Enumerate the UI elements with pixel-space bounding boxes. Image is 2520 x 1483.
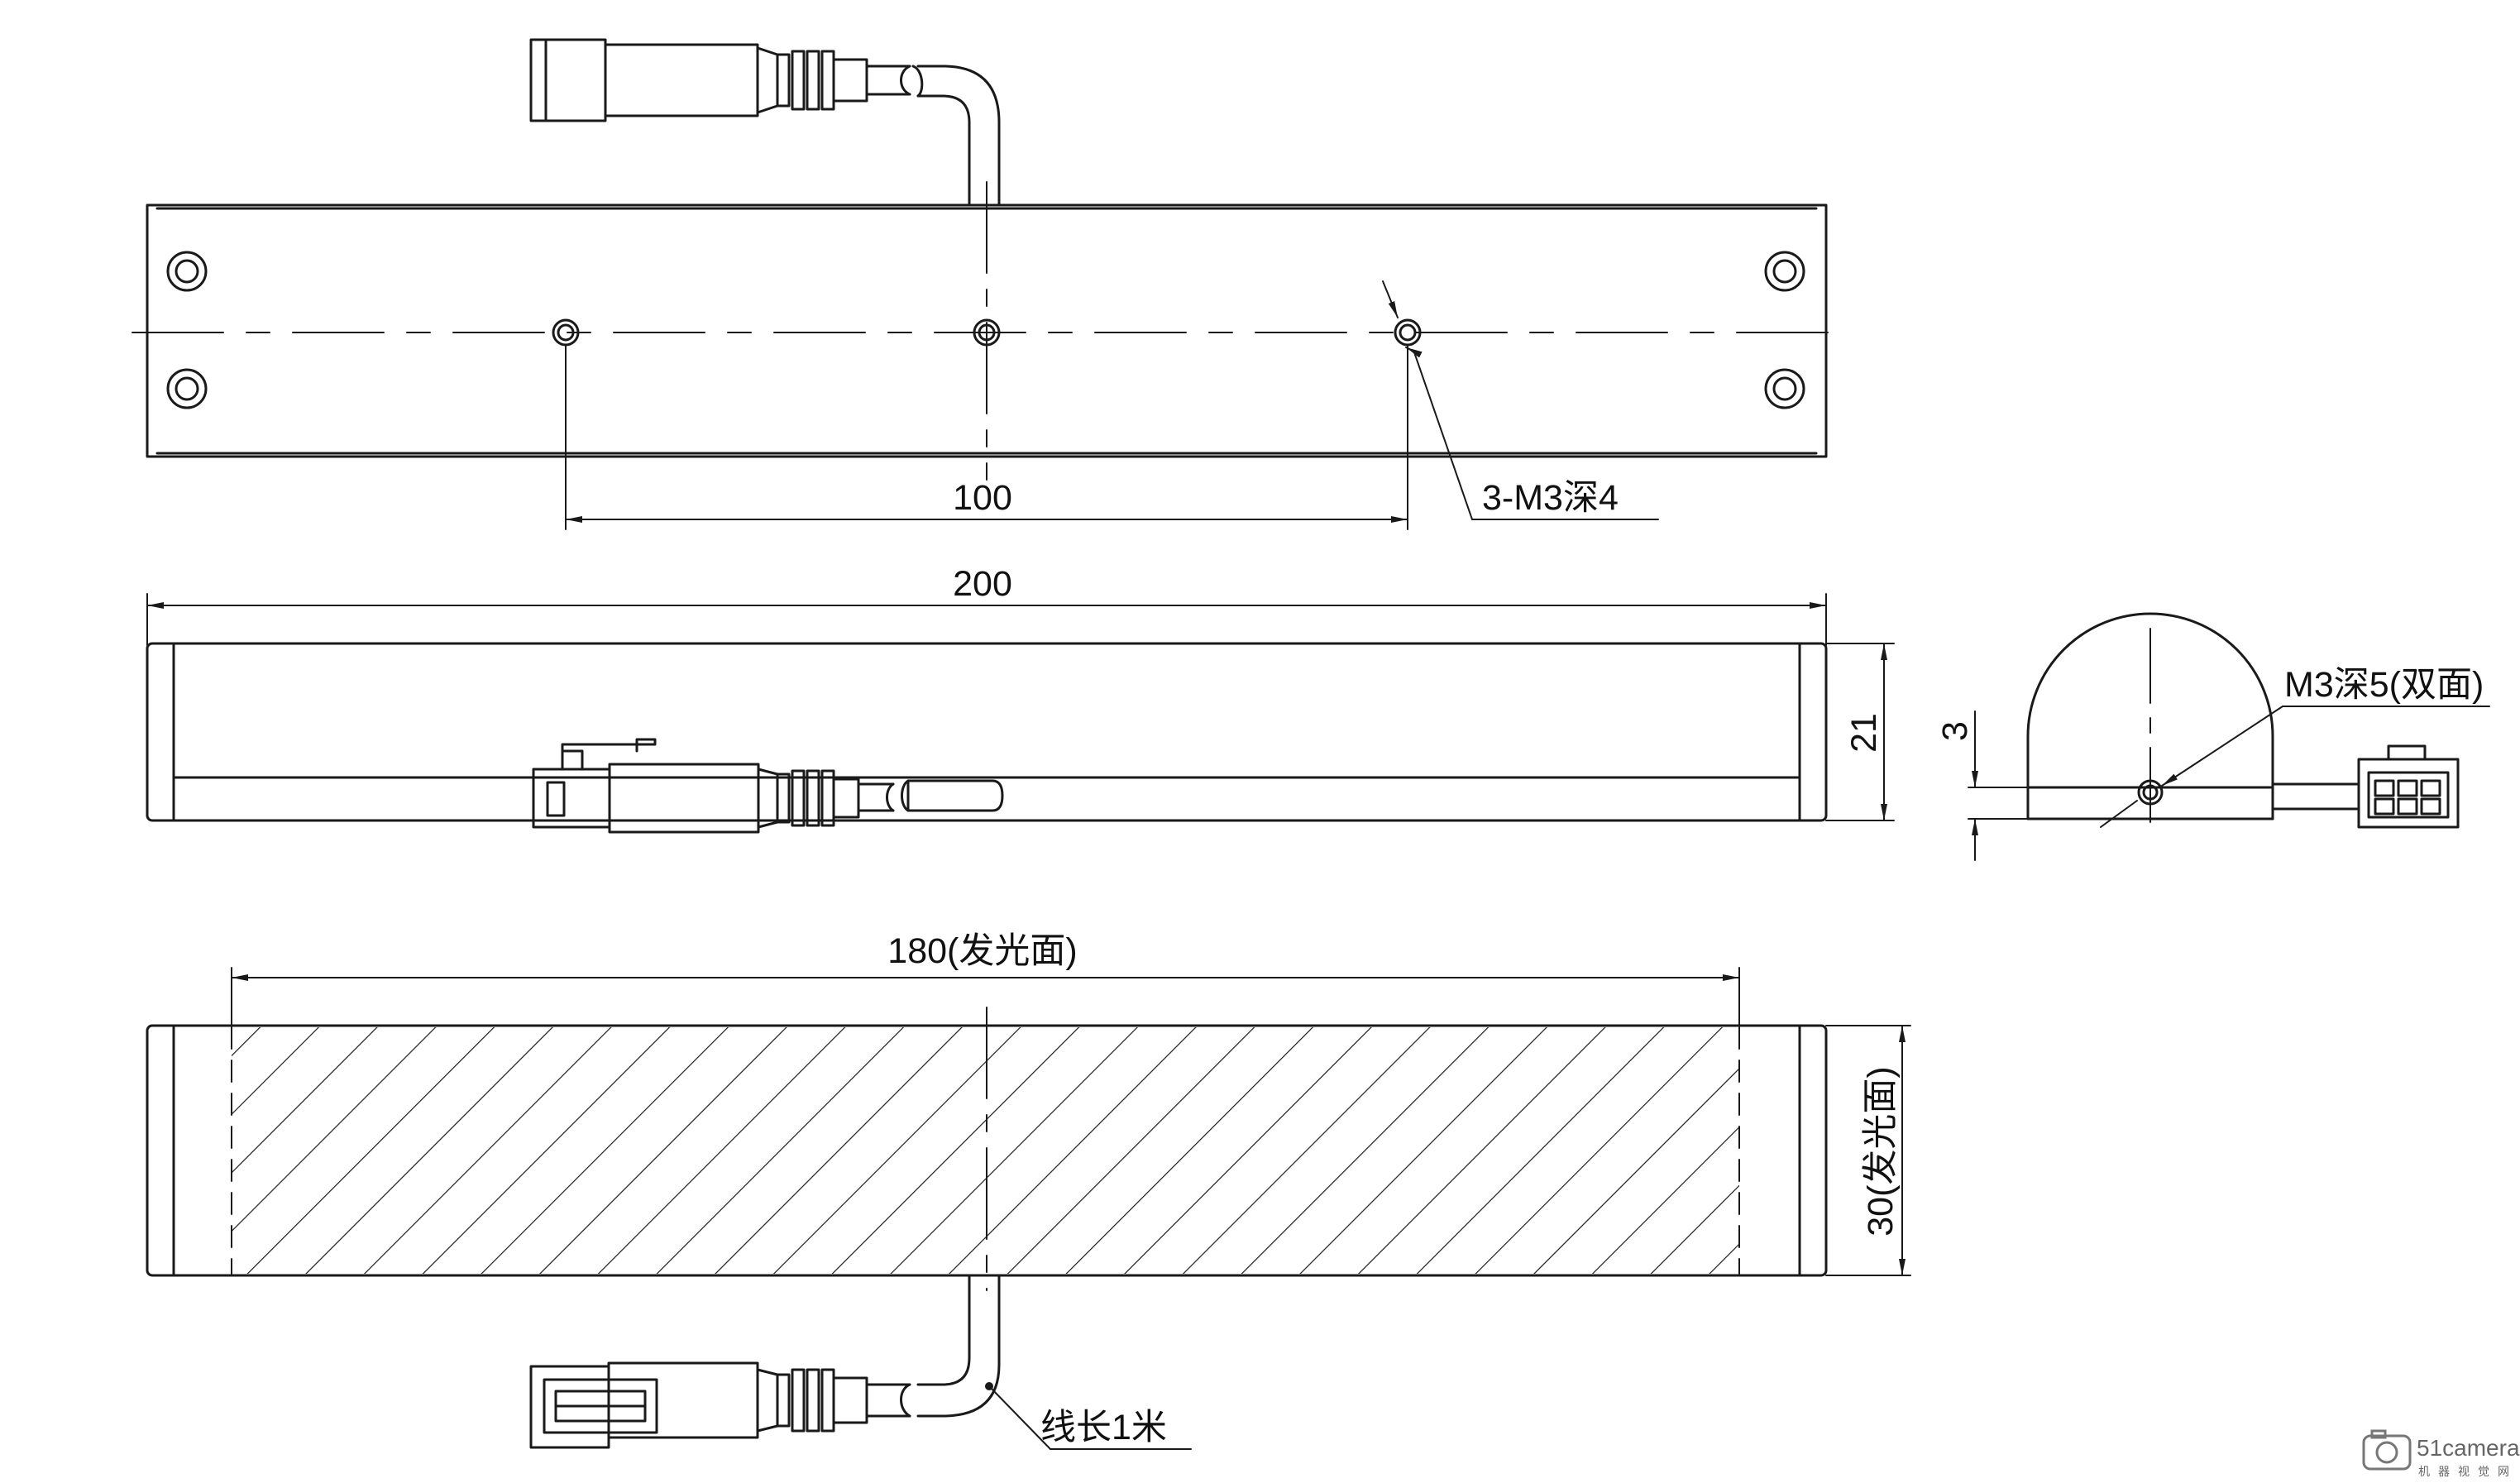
end-view <box>1968 612 2490 861</box>
watermark: 51camera 机器视觉网 <box>2362 1429 2520 1478</box>
watermark-logo-icon <box>2362 1429 2412 1471</box>
watermark-tagline: 机器视觉网 <box>2418 1465 2518 1478</box>
dim-emitting-length: 180(发光面) <box>887 931 1077 971</box>
side-cable-connector <box>532 738 1004 834</box>
dim-overall-length: 200 <box>953 564 1012 604</box>
bottom-view <box>146 967 1911 1450</box>
bottom-cable-connector <box>529 1274 1001 1449</box>
corner-holes <box>166 251 1805 409</box>
dim-emitting-width: 30(发光面) <box>1861 1066 1901 1236</box>
end-hole-callout-label: M3深5(双面) <box>2284 665 2484 705</box>
dim-end-offset: 3 <box>1935 721 1975 741</box>
side-view <box>146 593 1895 834</box>
top-cable-connector <box>529 38 1001 207</box>
dim-100-lines <box>565 345 1408 530</box>
cable-length-label: 线长1米 <box>1040 1408 1167 1447</box>
dim-height: 21 <box>1844 713 1884 753</box>
end-view-plug <box>2357 744 2460 829</box>
watermark-brand: 51camera <box>2417 1435 2520 1461</box>
hole-callout-leader <box>1382 280 1659 520</box>
hole-callout-label: 3-M3深4 <box>1482 478 1619 518</box>
dim-hole-spacing: 100 <box>953 478 1012 518</box>
